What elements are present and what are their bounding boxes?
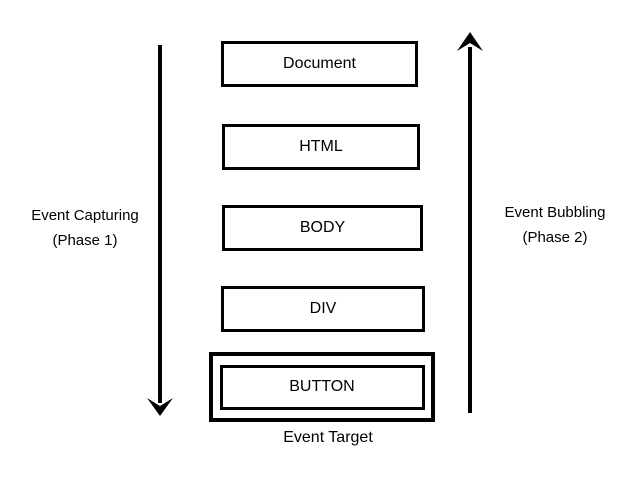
bubbling-phase-line2: (Phase 2) <box>522 229 588 246</box>
node-body: BODY <box>222 205 423 251</box>
node-button-target-outline: BUTTON <box>209 352 435 422</box>
bubbling-phase-line1: Event Bubbling <box>504 204 606 221</box>
capturing-phase-label: Event Capturing (Phase 1) <box>0 203 170 253</box>
bubbling-phase-label: Event Bubbling (Phase 2) <box>470 200 640 250</box>
capturing-arrow-down-icon <box>147 45 173 416</box>
capturing-phase-line2: (Phase 1) <box>52 232 118 249</box>
node-document-label: Document <box>283 55 356 72</box>
node-html: HTML <box>222 124 420 170</box>
node-div-label: DIV <box>309 300 337 317</box>
node-html-label: HTML <box>299 138 343 155</box>
bubbling-arrow-up-icon <box>457 32 483 413</box>
node-document: Document <box>221 41 418 87</box>
node-button-label: BUTTON <box>289 378 355 395</box>
capturing-phase-line1: Event Capturing <box>31 207 139 224</box>
node-button: BUTTON <box>219 364 425 410</box>
event-target-caption: Event Target <box>283 429 373 446</box>
node-div: DIV <box>221 286 425 332</box>
node-body-label: BODY <box>299 219 346 236</box>
